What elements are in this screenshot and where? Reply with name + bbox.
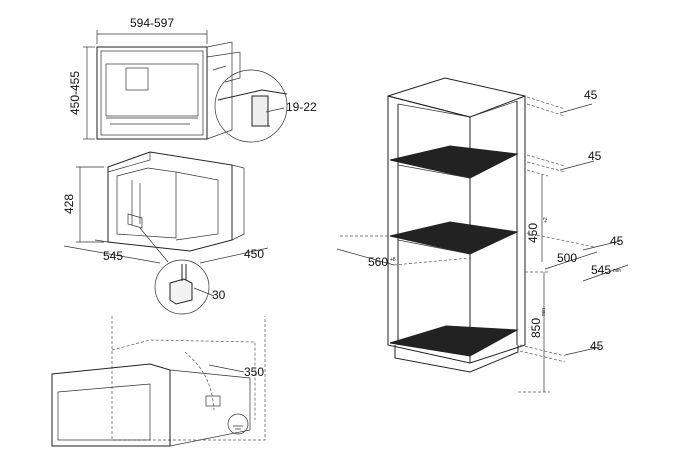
front-detail-circle (214, 69, 288, 143)
cabinet-niche-height-sup: +2 (543, 217, 549, 223)
cabinet-depth-min-label: 545 (591, 263, 611, 277)
cabinet-inner-width-sup: +8 (390, 257, 396, 263)
cabinet-mid-gap-label: 45 (610, 234, 624, 248)
cabinet-niche-height-label: 450 (526, 223, 540, 243)
appliance-front-view: 594-597 450-455 19-22 (68, 16, 317, 143)
front-detail-label: 19-22 (286, 100, 317, 114)
cabinet-top-gap-label: 45 (584, 88, 598, 102)
side-width-dimension (63, 245, 161, 264)
top-shelf (389, 145, 519, 179)
cabinet-base-height-label: 850 (529, 318, 543, 338)
installation-offset-label: 350 (244, 365, 264, 379)
cabinet-depth-label: 500 (557, 251, 577, 265)
front-height-label: 450-455 (68, 71, 82, 115)
power-socket-circle (227, 413, 249, 435)
side-detail-circle (154, 259, 210, 315)
cabinet-base-height-sub: min (541, 308, 547, 316)
installation-view: 350 (51, 316, 266, 447)
inner-width-dimension (336, 248, 395, 266)
cabinet-bottom-gap-label: 45 (590, 339, 604, 353)
side-depth-label: 450 (244, 247, 264, 261)
cabinet-inner-width-label: 560 (368, 255, 388, 269)
depth-min-dimension (582, 264, 629, 282)
front-width-label: 594-597 (130, 16, 174, 30)
middle-shelf (389, 221, 519, 255)
cabinet-view: 45 45 450 +2 45 560 +8 500 545 min 850 (336, 77, 629, 393)
appliance-side-view: 428 545 450 30 (62, 151, 269, 315)
cabinet-shelf-gap-label: 45 (588, 149, 602, 163)
side-height-label: 428 (62, 194, 76, 214)
side-detail-label: 30 (212, 288, 226, 302)
cabinet-depth-min-sub: min (613, 268, 621, 274)
side-width-label: 545 (103, 249, 123, 263)
bottom-shelf (389, 325, 519, 357)
side-depth-dimension (199, 247, 269, 264)
depth-dimension (544, 251, 598, 270)
